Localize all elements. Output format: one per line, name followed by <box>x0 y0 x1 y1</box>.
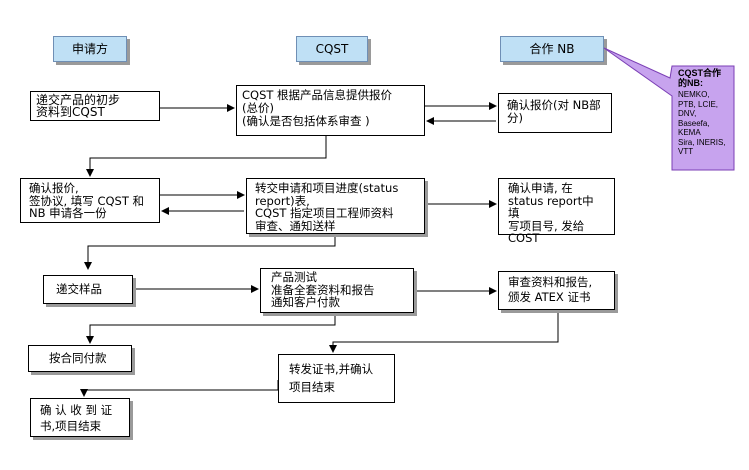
step-cqst-quote: CQST 根据产品信息提供报价 (总价) (确认是否包括体系审查 ) <box>236 85 425 136</box>
arrow-quote-to-confirm <box>86 136 327 177</box>
step-nb-confirm-quote: 确认报价(对 NB部 分) <box>498 93 612 133</box>
step-nb-confirm-application: 确认申请, 在 status report中填 写项目号, 发给 COST <box>498 178 615 244</box>
arrow-nb-to-forward-cert <box>329 310 559 353</box>
callout-nb-list: NEMKO, PTB, LCIE, DNV, Baseefa, KEMA Sir… <box>678 90 726 156</box>
step-submit-materials: 递交产品的初步 资料到CQST <box>30 91 160 121</box>
step-confirm-receipt: 确 认 收 到 证 书,项目结束 <box>30 398 130 437</box>
step-forward-application: 转交申请和项目进度(status report)表, CQST 指定项目工程师资… <box>246 178 425 234</box>
callout-shape <box>603 47 735 171</box>
step-forward-cert: 转发证书,并确认 项目结束 <box>278 354 395 403</box>
header-partner-nb: 合作 NB <box>500 36 604 62</box>
step-pay-contract: 按合同付款 <box>28 345 132 372</box>
step-nb-issue-cert: 审查资料和报告, 颁发 ATEX 证书 <box>498 271 615 310</box>
callout-title: CQST合作 的NB: <box>678 68 722 88</box>
header-applicant: 申请方 <box>53 36 127 62</box>
arrow-test-to-pay <box>86 313 336 344</box>
step-submit-samples: 递交样品 <box>43 275 133 304</box>
step-applicant-confirm: 确认报价, 签协议, 填写 CQST 和 NB 申请各一份 <box>20 178 160 223</box>
header-cqst: CQST <box>296 36 368 62</box>
step-product-test: 产品测试 准备全套资料和报告 通知客户付款 <box>260 268 414 313</box>
arrow-forward-cert-to-receipt <box>80 380 279 397</box>
arrow-forward-to-samples <box>84 234 336 270</box>
